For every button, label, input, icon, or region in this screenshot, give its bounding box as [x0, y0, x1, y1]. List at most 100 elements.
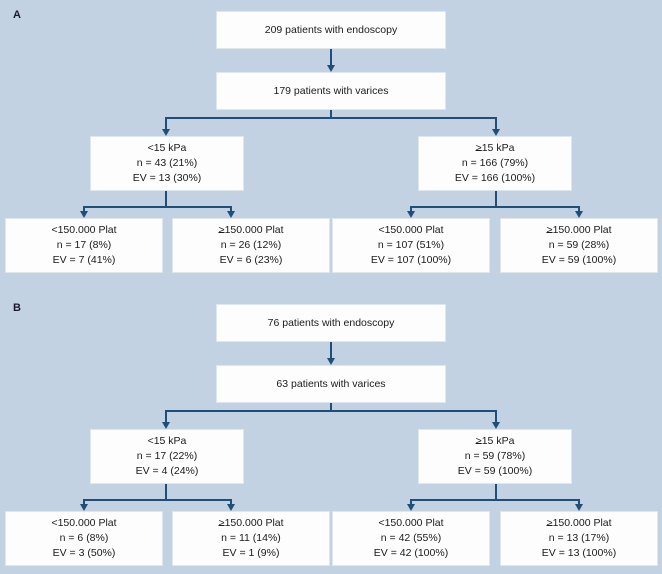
node-line: EV = 7 (41%) — [52, 253, 116, 266]
node-line: EV = 59 (100%) — [457, 464, 533, 477]
node-line: <150.000 Plat — [378, 517, 444, 530]
arrow-to-kpa-high — [491, 422, 500, 429]
connector-kpa-low-bus — [84, 499, 232, 501]
node-line: n = 17 (8%) — [56, 239, 112, 252]
node-line: n = 13 (17%) — [548, 532, 610, 545]
node-line: >150.000 Plat — [218, 224, 284, 237]
node-b-plat-4: >150.000 Plat n = 13 (17%)EV = 13 (100%) — [500, 511, 658, 566]
node-line: EV = 59 (100%) — [541, 253, 617, 266]
node-a-plat-3: <150.000 Plat n = 107 (51%)EV = 107 (100%… — [332, 218, 490, 273]
panel-label-A: A — [13, 9, 22, 21]
node-a-varices: 179 patients with varices — [216, 72, 446, 110]
greater-equal-symbol: > — [475, 435, 482, 448]
node-line: EV = 13 (100%) — [541, 546, 617, 559]
connector-level2-left-drop — [165, 410, 167, 422]
node-a-kpa-low: <15 kPa n = 43 (21%)EV = 13 (30%) — [90, 136, 244, 191]
connector-plat1-drop — [83, 499, 85, 504]
node-line: <15 kPa — [147, 435, 187, 448]
connector-plat1-drop — [83, 206, 85, 211]
connector-kpa-high-stem — [495, 191, 497, 207]
node-line: 179 patients with varices — [273, 84, 389, 97]
node-line: >15 kPa — [475, 435, 515, 448]
node-line: n = 43 (21%) — [136, 157, 198, 170]
arrow-to-kpa-high — [491, 129, 500, 136]
node-b-plat-3: <150.000 Plat n = 42 (55%)EV = 42 (100%) — [332, 511, 490, 566]
node-a-root: 209 patients with endoscopy — [216, 11, 446, 49]
connector-level2-right-drop — [495, 117, 497, 129]
node-line: <150.000 Plat — [378, 224, 444, 237]
node-line: >15 kPa — [475, 142, 515, 155]
node-line: >150.000 Plat — [546, 224, 612, 237]
node-line: 209 patients with endoscopy — [264, 23, 398, 36]
node-line: EV = 166 (100%) — [454, 171, 536, 184]
arrow-to-plat-4 — [574, 504, 583, 511]
arrow-to-plat-3 — [406, 211, 415, 218]
arrow-to-plat-4 — [574, 211, 583, 218]
node-line: EV = 13 (30%) — [132, 171, 202, 184]
connector-level2-left-drop — [165, 117, 167, 129]
node-line: n = 42 (55%) — [380, 532, 442, 545]
connector-kpa-low-stem — [165, 191, 167, 207]
connector-plat4-drop — [578, 499, 580, 504]
node-line: n = 6 (8%) — [59, 532, 109, 545]
greater-equal-symbol: > — [218, 224, 225, 237]
connector-plat2-drop — [230, 206, 232, 211]
greater-equal-symbol: > — [546, 224, 553, 237]
node-line: EV = 4 (24%) — [135, 464, 199, 477]
node-a-plat-4: >150.000 Plat n = 59 (28%)EV = 59 (100%) — [500, 218, 658, 273]
node-line: <15 kPa — [147, 142, 187, 155]
greater-equal-symbol: > — [475, 142, 482, 155]
node-line: 63 patients with varices — [276, 377, 386, 390]
connector-root-to-varices — [330, 342, 332, 358]
node-line: n = 26 (12%) — [220, 239, 282, 252]
connector-kpa-high-bus — [411, 499, 580, 501]
arrow-to-plat-3 — [406, 504, 415, 511]
node-b-kpa-low: <15 kPa n = 17 (22%)EV = 4 (24%) — [90, 429, 244, 484]
connector-kpa-low-stem — [165, 484, 167, 500]
arrow-to-plat-1 — [79, 504, 88, 511]
arrow-to-plat-2 — [226, 504, 235, 511]
connector-level2-bus — [166, 117, 497, 119]
connector-varices-stem — [330, 403, 332, 411]
node-line: n = 166 (79%) — [461, 157, 529, 170]
panel-label-B: B — [13, 302, 22, 314]
node-line: n = 17 (22%) — [136, 450, 198, 463]
node-a-kpa-high: >15 kPa n = 166 (79%)EV = 166 (100%) — [418, 136, 572, 191]
greater-equal-symbol: > — [546, 517, 553, 530]
connector-varices-stem — [330, 110, 332, 118]
node-line: >150.000 Plat — [546, 517, 612, 530]
node-line: >150.000 Plat — [218, 517, 284, 530]
node-line: n = 107 (51%) — [377, 239, 445, 252]
connector-plat2-drop — [230, 499, 232, 504]
node-b-varices: 63 patients with varices — [216, 365, 446, 403]
node-line: 76 patients with endoscopy — [267, 316, 395, 329]
connector-kpa-high-bus — [411, 206, 580, 208]
node-line: n = 59 (28%) — [548, 239, 610, 252]
arrow-to-plat-2 — [226, 211, 235, 218]
connector-level2-bus — [166, 410, 497, 412]
connector-kpa-high-stem — [495, 484, 497, 500]
node-line: n = 11 (14%) — [221, 532, 281, 545]
connector-plat3-drop — [410, 499, 412, 504]
connector-root-to-varices — [330, 49, 332, 65]
node-line: EV = 107 (100%) — [370, 253, 452, 266]
arrow-root-to-varices — [326, 65, 335, 72]
node-line: EV = 1 (9%) — [222, 546, 280, 559]
node-line: <150.000 Plat — [51, 224, 117, 237]
arrow-to-kpa-low — [161, 422, 170, 429]
connector-plat3-drop — [410, 206, 412, 211]
node-line: <150.000 Plat — [51, 517, 117, 530]
node-a-plat-1: <150.000 Plat n = 17 (8%)EV = 7 (41%) — [5, 218, 163, 273]
arrow-to-kpa-low — [161, 129, 170, 136]
connector-level2-right-drop — [495, 410, 497, 422]
arrow-root-to-varices — [326, 358, 335, 365]
arrow-to-plat-1 — [79, 211, 88, 218]
connector-kpa-low-bus — [84, 206, 232, 208]
node-line: EV = 42 (100%) — [373, 546, 449, 559]
node-b-plat-2: >150.000 Plat n = 11 (14%)EV = 1 (9%) — [172, 511, 330, 566]
connector-plat4-drop — [578, 206, 580, 211]
